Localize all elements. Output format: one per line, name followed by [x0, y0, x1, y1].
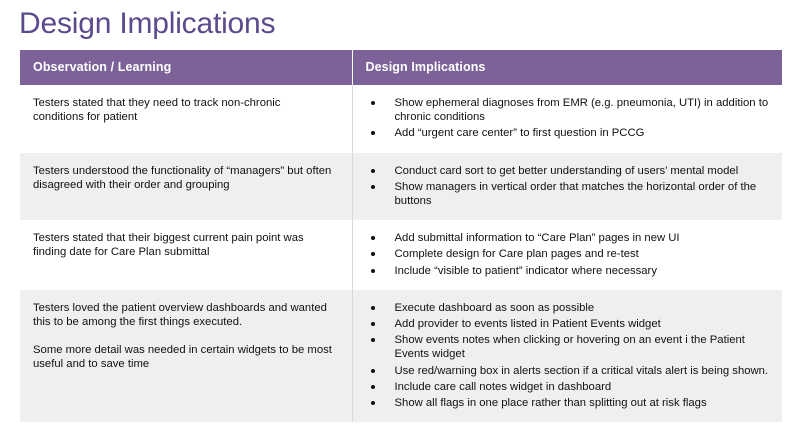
- list-item: Add provider to events listed in Patient…: [369, 317, 771, 331]
- bullet-icon: [370, 184, 375, 189]
- bullet-icon: [370, 131, 375, 136]
- bullet-icon: [370, 401, 375, 406]
- column-header-observation: Observation / Learning: [20, 50, 353, 85]
- bullet-icon: [370, 384, 375, 389]
- list-item: Execute dashboard as soon as possible: [369, 301, 771, 315]
- observation-paragraph: Testers understood the functionality of …: [33, 164, 332, 191]
- list-item-label: Show managers in vertical order that mat…: [394, 180, 757, 208]
- table-row: Testers stated that they need to track n…: [20, 85, 782, 153]
- column-header-implications: Design Implications: [352, 50, 782, 85]
- list-item: Use red/warning box in alerts section if…: [369, 364, 771, 378]
- implications-list: Conduct card sort to get better understa…: [369, 164, 771, 209]
- table-row: Testers loved the patient overview dashb…: [20, 289, 782, 423]
- list-item-label: Show all flags in one place rather than …: [394, 397, 707, 410]
- implications-list: Add submittal information to “Care Plan”…: [369, 231, 771, 278]
- list-item: Show all flags in one place rather than …: [369, 396, 771, 410]
- observation-paragraph: Testers loved the patient overview dashb…: [33, 301, 327, 329]
- table-header-row: Observation / Learning Design Implicatio…: [20, 50, 782, 85]
- bullet-icon: [370, 101, 375, 105]
- list-item-label: Conduct card sort to get better understa…: [394, 164, 739, 177]
- list-item: Add “urgent care center” to first questi…: [369, 126, 771, 140]
- list-item: Show events notes when clicking or hover…: [369, 333, 771, 361]
- bullet-icon: [370, 338, 375, 343]
- table-header: Observation / Learning Design Implicatio…: [20, 50, 782, 85]
- list-item-label: Add “urgent care center” to first questi…: [394, 127, 645, 140]
- implications-cell: Conduct card sort to get better understa…: [352, 152, 782, 221]
- list-item: Conduct card sort to get better understa…: [369, 164, 771, 178]
- bullet-icon: [370, 168, 375, 173]
- list-item-label: Include care call notes widget in dashbo…: [394, 380, 612, 393]
- table-body: Testers stated that they need to track n…: [20, 85, 782, 423]
- list-item: Complete design for Care plan pages and …: [369, 247, 771, 261]
- list-item-label: Add submittal information to “Care Plan”…: [394, 232, 680, 245]
- list-item: Show managers in vertical order that mat…: [369, 180, 771, 208]
- list-item: Add submittal information to “Care Plan”…: [369, 231, 771, 245]
- implications-cell: Show ephemeral diagnoses from EMR (e.g. …: [352, 85, 782, 153]
- bullet-icon: [370, 305, 375, 310]
- bullet-icon: [370, 236, 375, 241]
- list-item-label: Include “visible to patient” indicator w…: [394, 264, 657, 277]
- list-item-label: Show ephemeral diagnoses from EMR (e.g. …: [394, 97, 769, 124]
- observation-paragraph: Testers stated that they need to track n…: [33, 97, 281, 124]
- design-implications-table: Observation / Learning Design Implicatio…: [20, 50, 782, 423]
- list-item-label: Complete design for Care plan pages and …: [394, 248, 639, 261]
- list-item: Include care call notes widget in dashbo…: [369, 380, 771, 394]
- observation-cell: Testers loved the patient overview dashb…: [20, 289, 353, 423]
- observation-cell: Testers understood the functionality of …: [20, 152, 353, 221]
- observation-cell: Testers stated that their biggest curren…: [20, 220, 353, 290]
- bullet-icon: [370, 368, 375, 373]
- list-item: Show ephemeral diagnoses from EMR (e.g. …: [369, 96, 771, 124]
- list-item-label: Add provider to events listed in Patient…: [394, 318, 661, 331]
- implications-list: Show ephemeral diagnoses from EMR (e.g. …: [369, 96, 771, 141]
- observation-paragraph: Some more detail was needed in certain w…: [33, 344, 332, 371]
- list-item: Include “visible to patient” indicator w…: [369, 264, 771, 278]
- list-item-label: Execute dashboard as soon as possible: [394, 301, 595, 314]
- bullet-icon: [370, 252, 375, 257]
- list-item-label: Show events notes when clicking or hover…: [394, 334, 745, 361]
- implications-cell: Add submittal information to “Care Plan”…: [352, 220, 782, 290]
- observation-paragraph: Testers stated that their biggest curren…: [33, 232, 304, 259]
- list-item-label: Use red/warning box in alerts section if…: [394, 364, 769, 377]
- bullet-icon: [370, 268, 375, 273]
- table-row: Testers stated that their biggest curren…: [20, 220, 782, 290]
- bullet-icon: [370, 322, 375, 327]
- table-row: Testers understood the functionality of …: [20, 152, 782, 221]
- observation-cell: Testers stated that they need to track n…: [20, 85, 353, 153]
- page-title: Design Implications: [19, 7, 276, 40]
